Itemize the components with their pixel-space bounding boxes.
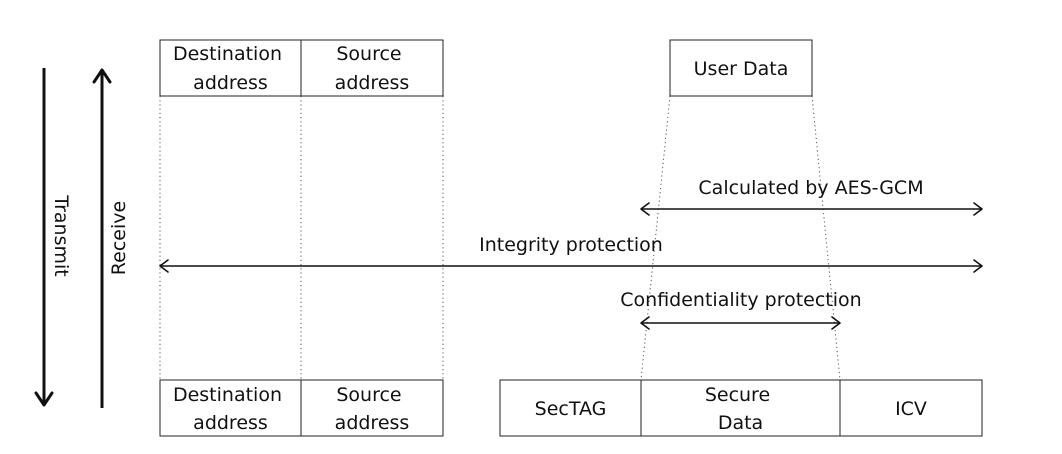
icv-label: ICV xyxy=(895,398,927,420)
top-source-address-label: Source address xyxy=(335,43,410,94)
bottom-destination-address-label: Destination address xyxy=(173,384,288,434)
secure-data-label: Secure Data xyxy=(705,384,776,434)
top-frame: Destination address Source address xyxy=(159,39,444,97)
user-data-box: User Data xyxy=(669,39,813,97)
transmit-label: Transmit xyxy=(50,194,72,276)
bottom-frame-addresses: Destination address Source address xyxy=(159,379,444,437)
calculated-by-arrow: Calculated by AES-GCM xyxy=(640,177,983,216)
receive-label: Receive xyxy=(108,201,130,275)
integrity-label: Integrity protection xyxy=(479,234,663,256)
user-data-label: User Data xyxy=(694,58,789,80)
confidentiality-label: Confidentiality protection xyxy=(620,289,861,311)
transmit-arrow: Transmit xyxy=(34,68,72,407)
bottom-source-address-label: Source address xyxy=(335,384,410,434)
sectag-label: SecTAG xyxy=(535,398,607,420)
confidentiality-arrow: Confidentiality protection xyxy=(620,289,862,330)
integrity-arrow: Integrity protection xyxy=(159,234,983,273)
guide-lines xyxy=(159,95,841,381)
top-destination-address-label: Destination address xyxy=(173,43,288,94)
calculated-by-label: Calculated by AES-GCM xyxy=(698,177,923,199)
bottom-frame-secure: SecTAG Secure Data ICV xyxy=(499,379,983,437)
receive-arrow: Receive xyxy=(92,68,130,408)
